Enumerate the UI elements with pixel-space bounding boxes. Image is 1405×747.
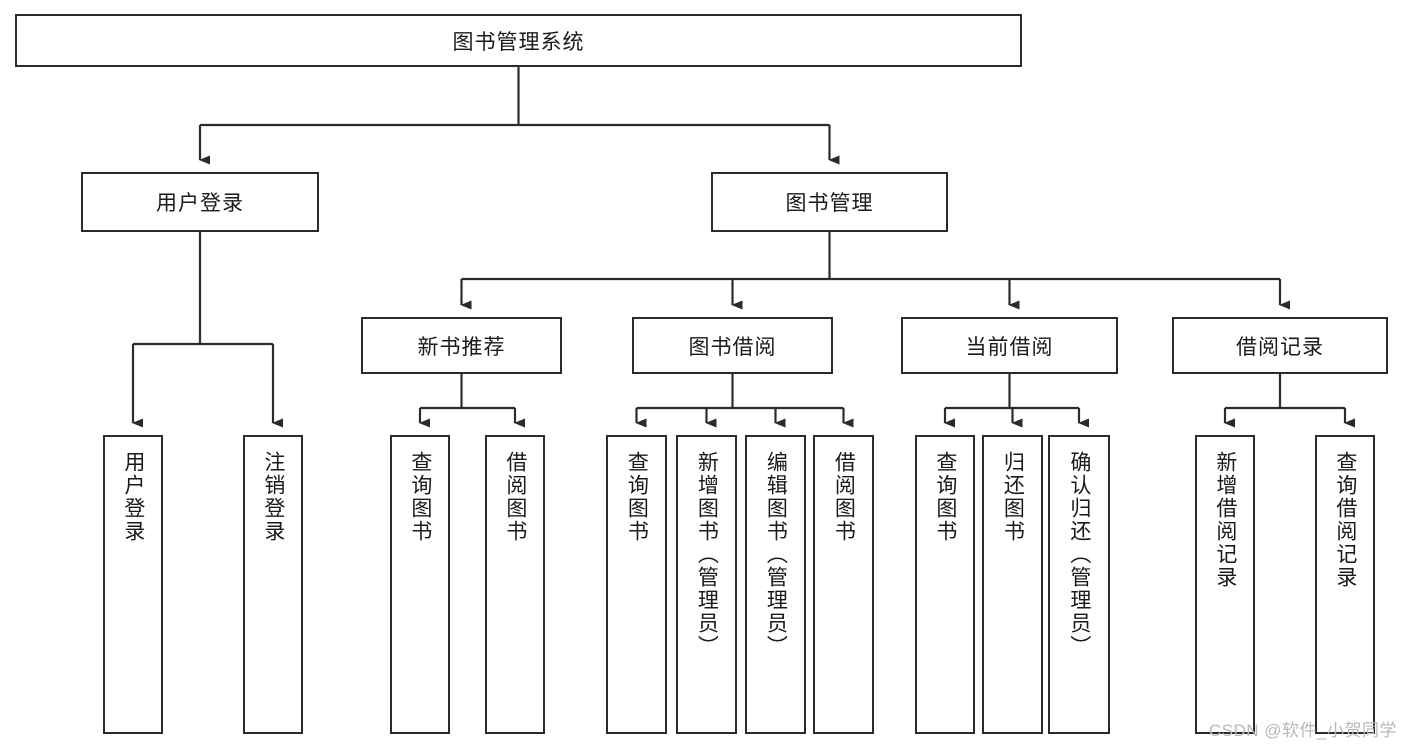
node-book-borrow[interactable]: 图书借阅 <box>632 317 833 374</box>
node-leaf-add-book[interactable]: 新增图书（管理员） <box>676 435 737 734</box>
node-root[interactable]: 图书管理系统 <box>15 14 1022 67</box>
node-label: 用户登录 <box>121 451 145 543</box>
node-leaf-user-login[interactable]: 用户登录 <box>103 435 163 734</box>
node-label: 新增图书（管理员） <box>695 451 719 658</box>
node-label: 新增借阅记录 <box>1213 451 1237 589</box>
node-leaf-query-book-3[interactable]: 查询图书 <box>915 435 975 734</box>
node-label: 新书推荐 <box>417 335 506 359</box>
node-leaf-return-book[interactable]: 归还图书 <box>982 435 1043 734</box>
node-leaf-borrow-book-1[interactable]: 借阅图书 <box>485 435 545 734</box>
node-label: 归还图书 <box>1001 451 1025 543</box>
node-label: 图书管理系统 <box>452 30 585 54</box>
node-book-manage[interactable]: 图书管理 <box>711 172 948 232</box>
node-label: 图书借阅 <box>688 335 777 359</box>
node-borrow-record[interactable]: 借阅记录 <box>1172 317 1388 374</box>
node-label: 查询图书 <box>933 451 957 543</box>
watermark-label: CSDN @软件_小贺同学 <box>1208 721 1397 740</box>
node-current-borrow[interactable]: 当前借阅 <box>901 317 1118 374</box>
node-label: 借阅记录 <box>1236 335 1324 359</box>
node-label: 图书管理 <box>785 192 874 215</box>
node-leaf-confirm-return[interactable]: 确认归还（管理员） <box>1048 435 1110 734</box>
node-label: 用户登录 <box>156 192 244 215</box>
node-leaf-query-book-1[interactable]: 查询图书 <box>390 435 450 734</box>
node-leaf-query-record[interactable]: 查询借阅记录 <box>1315 435 1375 734</box>
node-label: 注销登录 <box>261 451 285 543</box>
node-leaf-add-record[interactable]: 新增借阅记录 <box>1195 435 1255 734</box>
node-label: 借阅图书 <box>503 451 527 543</box>
node-user-login[interactable]: 用户登录 <box>81 172 319 232</box>
node-new-book-rec[interactable]: 新书推荐 <box>361 317 562 374</box>
node-label: 查询图书 <box>625 451 649 543</box>
node-label: 查询图书 <box>408 451 432 543</box>
node-label: 当前借阅 <box>965 335 1054 359</box>
node-label: 编辑图书（管理员） <box>764 451 788 658</box>
node-label: 确认归还（管理员） <box>1067 451 1091 658</box>
node-label: 查询借阅记录 <box>1333 451 1357 589</box>
node-label: 借阅图书 <box>832 451 856 543</box>
node-leaf-borrow-book-2[interactable]: 借阅图书 <box>813 435 874 734</box>
node-leaf-query-book-2[interactable]: 查询图书 <box>606 435 667 734</box>
node-leaf-logout[interactable]: 注销登录 <box>243 435 303 734</box>
node-leaf-edit-book[interactable]: 编辑图书（管理员） <box>745 435 806 734</box>
